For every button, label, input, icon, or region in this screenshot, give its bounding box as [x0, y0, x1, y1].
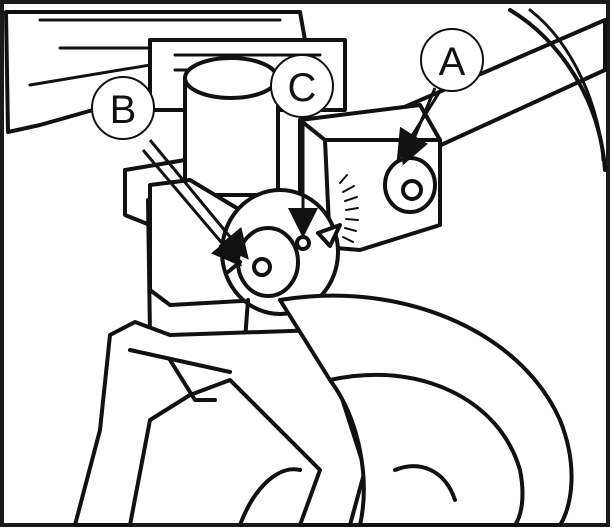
callout-b-label: B	[110, 88, 137, 132]
callout-arrows	[141, 87, 444, 267]
pointer-triangle	[316, 223, 342, 248]
caster-fork	[73, 320, 367, 527]
callout-c: C	[270, 54, 334, 118]
bolt-b-head	[252, 257, 272, 277]
arrow-b-2	[141, 149, 242, 267]
wheel-outer	[278, 293, 574, 527]
set-screw-c	[295, 235, 311, 251]
callout-b: B	[91, 76, 155, 140]
angle-scale	[339, 174, 359, 243]
callout-a-label: A	[439, 40, 466, 84]
callout-a: A	[420, 28, 484, 92]
callout-c-label: C	[288, 66, 317, 110]
arrow-a-2	[396, 87, 444, 161]
